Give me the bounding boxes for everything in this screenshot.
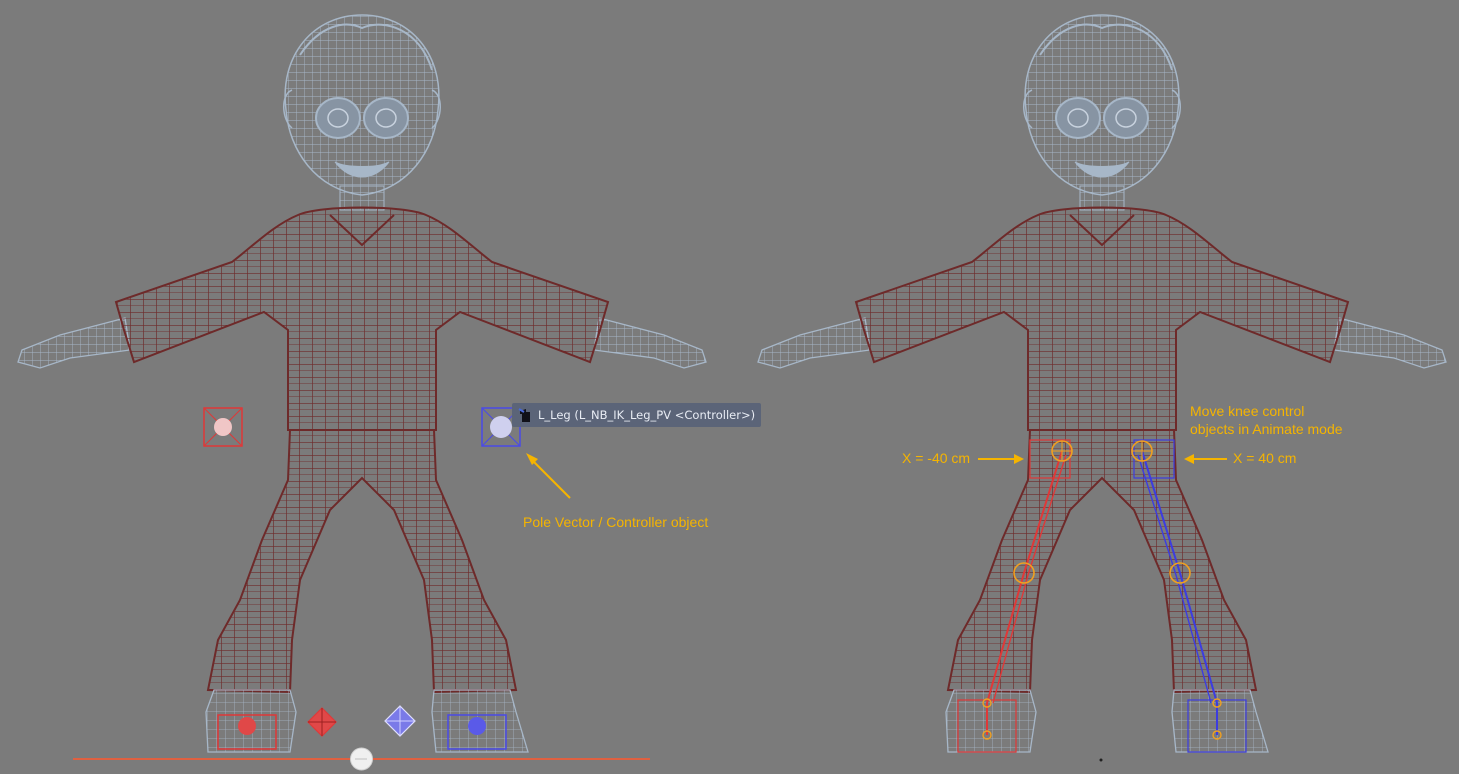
move-knee-label-line1: Move knee control — [1190, 403, 1305, 419]
x-left-arrow — [978, 454, 1024, 464]
right-viewport — [757, 14, 1447, 762]
move-knee-label-line2: objects in Animate mode — [1190, 421, 1343, 437]
character-model-right — [757, 14, 1447, 753]
character-model-left — [17, 14, 707, 753]
left-foot-controller[interactable] — [447, 714, 507, 750]
x-left-label: X = -40 cm — [902, 450, 971, 466]
right-foot-roll-controller[interactable] — [307, 707, 337, 737]
right-knee-pole-vector[interactable] — [203, 407, 243, 447]
pole-vector-arrow — [526, 453, 571, 499]
leg-joints[interactable] — [982, 440, 1222, 740]
left-foot-roll-controller[interactable] — [384, 705, 416, 737]
right-foot-controller[interactable] — [217, 714, 277, 750]
pole-vector-label: Pole Vector / Controller object — [523, 514, 709, 530]
left-leg-bones[interactable] — [1133, 439, 1247, 753]
left-knee-pole-vector[interactable] — [481, 407, 521, 447]
small-dot — [1099, 758, 1103, 762]
right-leg-bones[interactable] — [957, 439, 1071, 753]
left-viewport — [17, 14, 707, 771]
controller-tooltip: L_Leg (L_NB_IK_Leg_PV <Controller>) — [512, 403, 762, 427]
hand-pointer-icon — [518, 408, 530, 422]
tooltip-text: L_Leg (L_NB_IK_Leg_PV <Controller>) — [538, 408, 756, 422]
x-right-arrow — [1184, 454, 1227, 464]
x-right-label: X = 40 cm — [1233, 450, 1297, 466]
timeline-slider[interactable] — [73, 747, 650, 771]
